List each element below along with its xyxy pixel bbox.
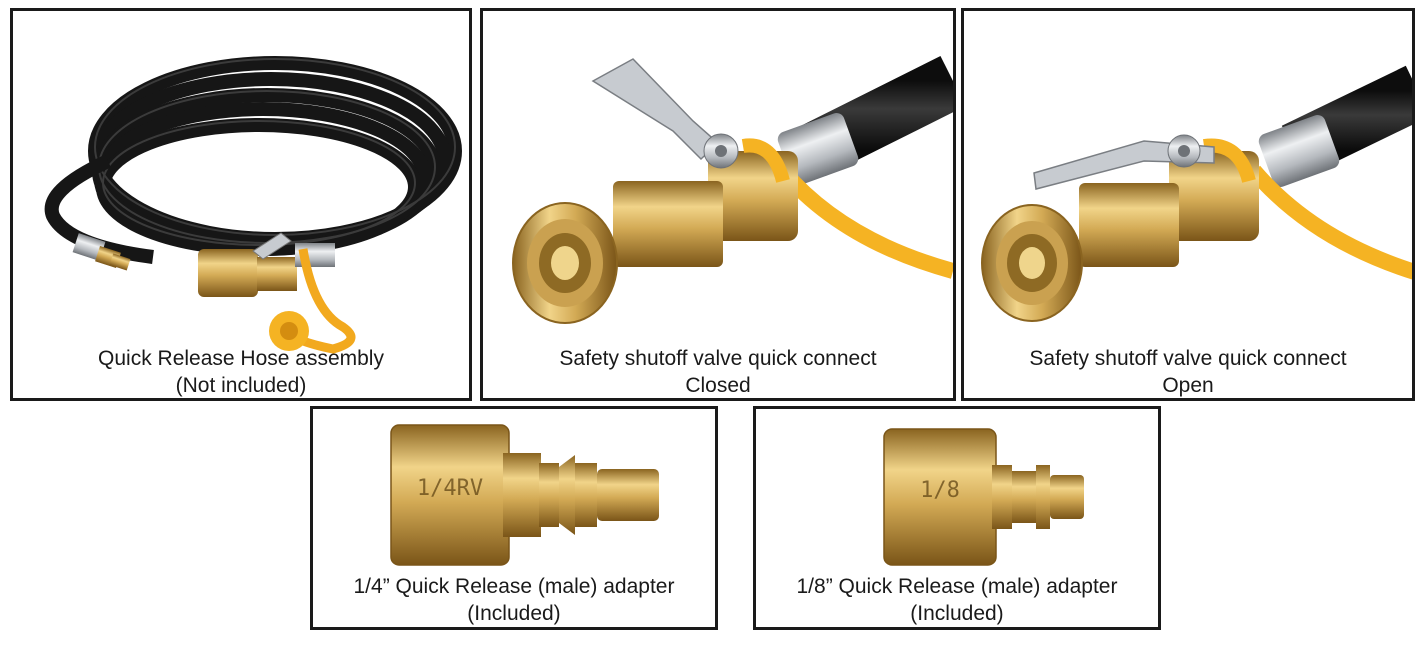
hose-assembly-caption: Quick Release Hose assembly (Not include… [13,345,469,398]
caption-line-1: Safety shutoff valve quick connect [1029,347,1347,370]
valve-closed-image [512,55,953,324]
adapter-marking: 1/8 [920,478,960,503]
adapter-marking: 1/4RV [417,476,483,501]
caption-line-2: (Included) [910,602,1004,625]
caption-line-1: 1/8” Quick Release (male) adapter [796,575,1118,598]
valve-open-panel: Safety shutoff valve quick connect Open [961,8,1415,401]
caption-line-2: Closed [685,374,751,397]
caption-line-2: Open [1162,374,1214,397]
caption-line-2: (Not included) [175,374,307,397]
eighth-inch-adapter-image: 1/8 [883,428,1084,566]
hose-assembly-image [44,56,462,354]
valve-open-caption: Safety shutoff valve quick connect Open [964,345,1412,398]
eighth-inch-adapter-caption: 1/8” Quick Release (male) adapter (Inclu… [756,573,1158,627]
valve-closed-caption: Safety shutoff valve quick connect Close… [483,345,953,398]
caption-line-1: Safety shutoff valve quick connect [559,347,877,370]
quarter-inch-adapter-image: 1/4RV [390,424,659,566]
valve-open-image [981,65,1412,322]
caption-line-1: 1/4” Quick Release (male) adapter [353,575,675,598]
quarter-inch-adapter-caption: 1/4” Quick Release (male) adapter (Inclu… [313,573,715,627]
caption-line-2: (Included) [467,602,561,625]
valve-closed-panel: Safety shutoff valve quick connect Close… [480,8,956,401]
eighth-inch-adapter-panel: 1/8 1/8” Quick Release (male) adapter (I… [753,406,1161,630]
caption-line-1: Quick Release Hose assembly [98,347,384,370]
quarter-inch-adapter-panel: 1/4RV 1/4” Quick Release (male) adapter … [310,406,718,630]
hose-assembly-panel: Quick Release Hose assembly (Not include… [10,8,472,401]
